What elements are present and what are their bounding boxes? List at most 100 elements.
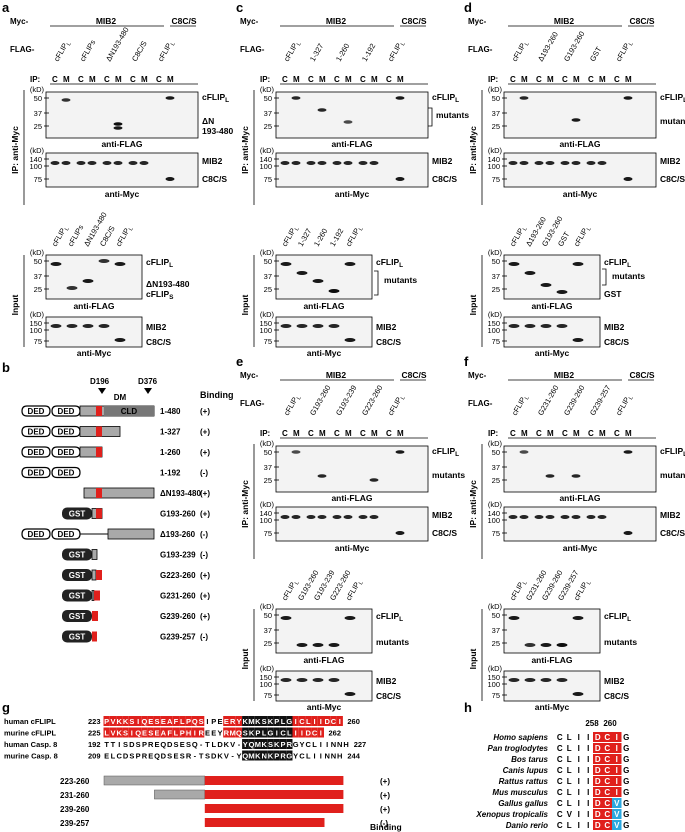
panel-g-row-0-res-bg (267, 716, 274, 726)
panel-g-row-0-res-bg (185, 716, 192, 726)
panel-g-row-3-res: P (136, 752, 141, 761)
panel-g-row-2-res: I (320, 740, 322, 749)
panel-c-cflip-label-input: cFLIPL (376, 257, 403, 269)
panel-f-input-c8cs: C8C/S (604, 691, 629, 701)
panel-g-row-0-res-bg (254, 716, 261, 726)
panel-e-c8cs-band (395, 531, 405, 535)
panel-e-cflip-ip: cFLIPL (432, 446, 459, 458)
panel-b-row-0-cld (104, 406, 154, 416)
panel-e-mib2-band (306, 515, 316, 519)
panel-h-row-5-res-bg (612, 787, 622, 797)
panel-d-input-flag-band (556, 290, 568, 294)
panel-a-input-cflips-label: cFLIPS (146, 289, 174, 301)
panel-h-row-8-res-bg (593, 820, 603, 830)
panel-d-ip-flag-band (571, 118, 581, 122)
panel-h-row-4-res: C (557, 777, 563, 786)
panel-b-row-9-name: G231-260 (160, 592, 196, 601)
panel-h-pos-260: 260 (603, 719, 617, 728)
panel-c-ip-myc-tick: 75 (264, 175, 272, 184)
panel-g-row-2-res-bg (273, 739, 280, 749)
panel-h-row-7-res: I (587, 810, 589, 819)
panel-a-anti-flag-1: anti-FLAG (101, 139, 142, 149)
panel-g-row-1-res: S (243, 729, 248, 738)
panel-a-c8cs-right: C8C/S (202, 174, 227, 184)
panel-b-row-10-binding: (+) (200, 612, 210, 621)
panel-d-kd-2: (kD) (488, 146, 503, 155)
panel-g-row-3-res-bg (279, 750, 287, 761)
panel-f-input-mib2-band (540, 678, 552, 682)
panel-c-input-mib2-band (280, 324, 292, 328)
panel-b-row-2-ded1 (21, 446, 51, 458)
panel-g-row-0-res: M (248, 717, 254, 726)
panel-g-construct-0-name: 223-260 (60, 777, 90, 786)
panel-c-c-label: C (308, 75, 314, 84)
panel-a-input-flag-band (50, 262, 62, 266)
panel-b-row-5-dm (96, 508, 102, 519)
panel-f-input-mib2-band (508, 678, 520, 682)
panel-g-row-1-res: P (255, 729, 260, 738)
panel-f-input-flag-band (540, 643, 552, 647)
panel-c-m-label: M (345, 75, 352, 84)
panel-g-row-1-res-bg (311, 727, 318, 738)
panel-g-row-3-res: I (314, 752, 316, 761)
panel-b-row-0-ded2-label: DED (58, 407, 75, 416)
panel-f-mib2-label: MIB2 (554, 370, 575, 380)
panel-e-ip-myc-tick: 140 (259, 509, 272, 518)
panel-b-row-8-dm (96, 570, 102, 580)
panel-c-lane-label: cFLIPL (282, 39, 303, 64)
panel-g-row-0-res: V (110, 717, 115, 726)
panel-f-m-label: M (599, 429, 606, 438)
panel-e-ip-flag-band (395, 450, 405, 454)
panel-a-mib2-band (128, 161, 138, 165)
panel-g-row-1-res: R (198, 729, 204, 738)
panel-g-row-1-res: L (287, 729, 292, 738)
panel-g-row-1-res-bg (242, 727, 249, 738)
panel-f-input-flag-band (508, 616, 520, 620)
panel-d-input-flag-tick: 50 (492, 257, 500, 266)
panel-e-ip-myc-tick: 75 (264, 529, 272, 538)
panel-g-row-2-res: V (230, 740, 235, 749)
panel-h-row-1-res: D (595, 744, 601, 753)
panel-b-row-0-ded1-label: DED (28, 407, 45, 416)
panel-c-input-flag-band (344, 262, 356, 266)
panel-g-row-3-res: D (211, 752, 217, 761)
panel-a-input-mib2: MIB2 (146, 322, 167, 332)
panel-g-row-3-res-bg (273, 750, 280, 761)
panel-d-ip-flag-tick: 25 (492, 122, 500, 131)
panel-d-c8cs-band (623, 177, 633, 181)
panel-c-mutants-input: mutants (384, 275, 417, 285)
panel-g-row-0-label: human cFLIPL (4, 717, 56, 726)
panel-letter-h: h (464, 700, 472, 715)
panel-f-ip-myc-tick: 140 (487, 509, 500, 518)
panel-b-row-1-dm (96, 426, 102, 437)
panel-h-row-3-res: I (587, 766, 589, 775)
panel-d-input-mib2-band (540, 324, 552, 328)
panel-g-row-1-res-bg (279, 727, 287, 738)
panel-g-row-2-res: L (312, 740, 317, 749)
panel-g-row-0-res-bg (311, 716, 318, 726)
panel-c-ip-flag-band (395, 96, 405, 100)
panel-g-row-1-res: K (249, 729, 255, 738)
panel-f-mib2-band (560, 515, 570, 519)
panel-d-mib2-right: MIB2 (660, 156, 681, 166)
panel-e-input-flag-band (312, 643, 324, 647)
panel-g-row-0-res: K (117, 717, 123, 726)
panel-f-lane-label: cFLIPL (510, 393, 531, 418)
panel-g-row-2-res: S (173, 740, 178, 749)
panel-f-mib2-band (519, 515, 529, 519)
panel-h-row-4-res: I (578, 777, 580, 786)
panel-e-c-label: C (282, 429, 288, 438)
panel-d-mib2-band (534, 161, 544, 165)
panel-a-myc-label: Myc- (10, 17, 29, 26)
panel-g-row-1-res: Y (218, 729, 223, 738)
panel-f-c-label: C (536, 429, 542, 438)
panel-a-input-c8cs-band (114, 338, 126, 342)
panel-a-mib2-right: MIB2 (202, 156, 223, 166)
panel-a-input-dn-label: ΔN193-480 (146, 279, 190, 289)
panel-g-row-1-res-bg (229, 727, 236, 738)
panel-h-row-5-res: L (567, 788, 572, 797)
panel-f-m-label: M (573, 429, 580, 438)
panel-h-row-7-res: I (578, 810, 580, 819)
panel-e-m-label: M (293, 429, 300, 438)
